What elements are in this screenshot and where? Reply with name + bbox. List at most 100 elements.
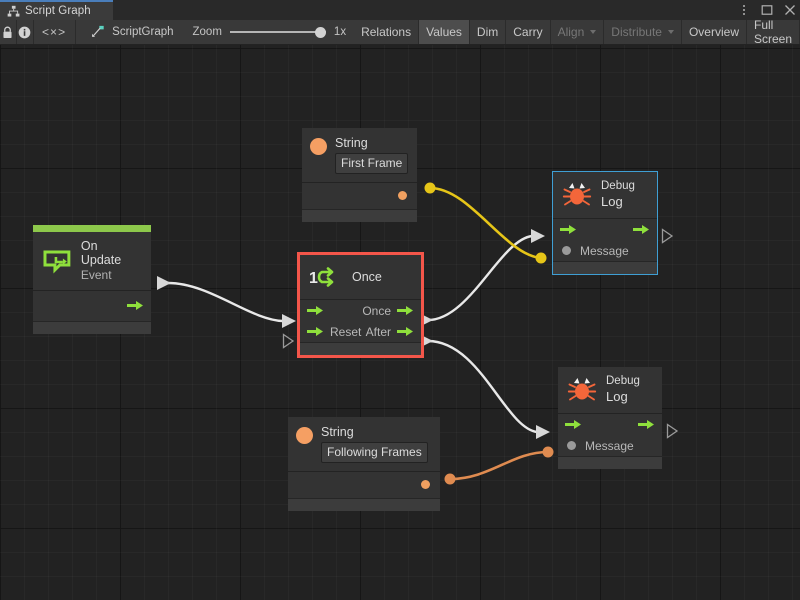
node-title: On Update <box>80 239 122 268</box>
node-header: Debug Log <box>558 367 662 415</box>
flow-in-arrow-icon[interactable] <box>307 305 324 316</box>
node-body: Message <box>558 414 662 457</box>
graph-icon <box>7 5 20 17</box>
zoom-slider-knob[interactable] <box>315 27 327 38</box>
zoom-slider[interactable] <box>229 25 327 39</box>
once-reset-unconnected-arrow-icon[interactable] <box>282 333 295 349</box>
chevron-down-icon <box>590 30 597 34</box>
toolbar-button-dim[interactable]: Dim <box>470 20 507 44</box>
node-subtitle: Event <box>80 267 112 282</box>
edge-string-first-frame-to-message[interactable] <box>424 182 547 264</box>
flow-in-arrow-icon[interactable] <box>565 419 582 430</box>
code-view-label: <×> <box>42 25 67 39</box>
port-label-message: Message <box>585 438 634 453</box>
flow-out-arrow-icon[interactable] <box>397 305 414 316</box>
flow-in-arrow-icon[interactable] <box>560 224 577 235</box>
zoom-slider-track <box>229 31 326 33</box>
info-button[interactable] <box>17 20 34 44</box>
node-footer <box>33 320 151 334</box>
debug-log-top-exit-unconnected-arrow-icon[interactable] <box>661 228 674 244</box>
port-row-message[interactable]: Message <box>558 435 662 456</box>
toolbar-button-distribute[interactable]: Distribute <box>604 20 682 44</box>
node-body <box>33 290 151 321</box>
flow-in-arrow-icon[interactable] <box>307 326 324 337</box>
string-value-icon <box>296 427 313 444</box>
flow-out-arrow-icon[interactable] <box>638 419 655 430</box>
node-debug-log-top[interactable]: Debug Log Message <box>552 170 658 276</box>
node-title: Once <box>352 269 382 284</box>
edge-after-to-debuglog-bottom[interactable] <box>419 334 550 439</box>
toolbar-spacer <box>76 20 84 44</box>
tab-label: Script Graph <box>25 5 91 17</box>
lock-button[interactable] <box>0 20 17 44</box>
info-icon <box>18 26 31 38</box>
value-out-port-icon[interactable] <box>421 480 430 490</box>
graph-name-field[interactable]: ScriptGraph <box>83 20 184 44</box>
node-header: String Following Frames <box>288 417 440 472</box>
port-row-flow[interactable] <box>558 414 662 435</box>
toolbar-button-label: Distribute <box>611 25 662 39</box>
code-view-button[interactable]: <×> <box>34 20 76 44</box>
toolbar-button-overview[interactable]: Overview <box>682 20 747 44</box>
edge-once-to-debuglog-top[interactable] <box>419 229 545 327</box>
port-label-once-out: Once <box>362 303 391 318</box>
flow-out-arrow-icon[interactable] <box>633 224 650 235</box>
node-body: Once Reset After <box>300 300 421 342</box>
toolbar-button-align[interactable]: Align <box>551 20 605 44</box>
node-footer <box>288 497 440 511</box>
edge-string-following-frames-to-message[interactable] <box>444 446 554 485</box>
edge-onupdate-to-once[interactable] <box>157 276 296 328</box>
toolbar-button-label: Align <box>557 25 585 39</box>
toolbar-button-relations[interactable]: Relations <box>354 20 420 44</box>
port-row-flow[interactable] <box>553 219 657 240</box>
port-label-after: After <box>365 324 391 339</box>
node-string-first-frame[interactable]: String First Frame <box>302 128 417 222</box>
flow-out-arrow-icon[interactable] <box>397 326 414 337</box>
node-body <box>288 471 440 498</box>
toolbar-button-values[interactable]: Values <box>419 20 470 44</box>
debug-bug-icon <box>562 183 592 206</box>
node-on-update[interactable]: On Update Event <box>33 225 151 334</box>
string-value-input[interactable]: First Frame <box>335 153 409 174</box>
string-value-icon <box>310 138 327 155</box>
close-icon[interactable] <box>784 4 796 16</box>
message-in-port-icon[interactable] <box>567 441 576 451</box>
port-row-out-value[interactable] <box>288 472 440 498</box>
port-row-message[interactable]: Message <box>553 240 657 261</box>
more-options-icon[interactable] <box>738 4 750 16</box>
debug-log-bottom-exit-unconnected-arrow-icon[interactable] <box>666 423 679 439</box>
port-row-reset-after[interactable]: Reset After <box>300 321 421 342</box>
port-row-out-flow[interactable] <box>33 291 151 321</box>
toolbar-button-label: Full Screen <box>753 18 793 46</box>
toolbar-button-carry[interactable]: Carry <box>506 20 551 44</box>
node-debug-log-bottom[interactable]: Debug Log Message <box>558 367 662 470</box>
svg-text:1: 1 <box>309 270 318 287</box>
flow-out-arrow-icon[interactable] <box>127 300 144 311</box>
maximize-icon[interactable] <box>761 4 773 16</box>
value-out-port-icon[interactable] <box>398 191 407 201</box>
graph-edges <box>157 182 554 485</box>
node-title: String <box>321 425 354 439</box>
node-once[interactable]: 1 Once Once <box>297 252 424 358</box>
toolbar-button-label: Overview <box>688 25 739 39</box>
lock-icon <box>3 26 12 38</box>
node-footer <box>302 208 417 222</box>
tab-script-graph[interactable]: Script Graph <box>0 0 113 20</box>
toolbar-button-label: Carry <box>513 25 543 39</box>
port-label-reset: Reset <box>330 324 362 339</box>
message-in-port-icon[interactable] <box>562 246 571 256</box>
node-subtitle: Log <box>601 194 623 210</box>
toolbar-button-full-screen[interactable]: Full Screen <box>747 18 800 46</box>
node-footer <box>300 342 421 355</box>
zoom-control: Zoom 1x <box>185 20 355 44</box>
node-string-following-frames[interactable]: String Following Frames <box>288 417 440 511</box>
port-row-enter-once[interactable]: Once <box>300 300 421 321</box>
graph-canvas[interactable]: On Update Event String First Frame <box>0 45 800 600</box>
port-label-message: Message <box>580 243 629 258</box>
string-value-input[interactable]: Following Frames <box>321 442 428 463</box>
node-title: Debug <box>606 375 640 387</box>
toolbar-button-label: Dim <box>476 25 499 39</box>
on-update-event-icon <box>43 250 71 274</box>
port-row-out-value[interactable] <box>302 183 417 209</box>
